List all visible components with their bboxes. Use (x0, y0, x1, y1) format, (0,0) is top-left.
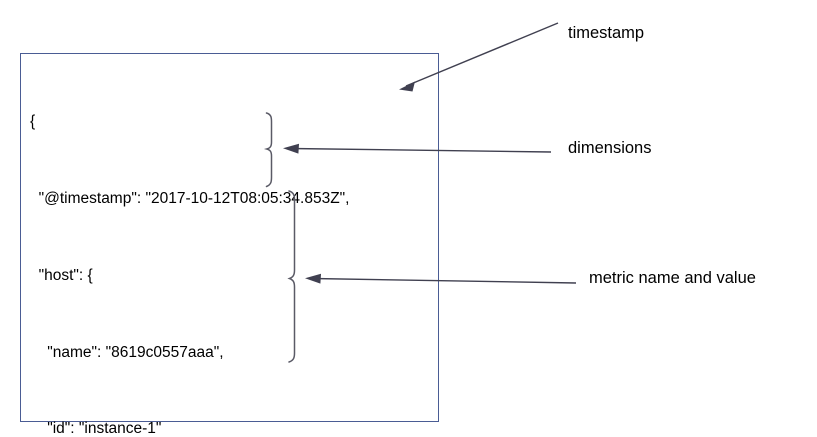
json-line-host-name: "name": "8619c0557aaa", (30, 343, 224, 361)
json-document-box: { "@timestamp": "2017-10-12T08:05:34.853… (20, 53, 439, 437)
json-line: { (30, 113, 36, 131)
json-line-host-open: "host": { (30, 266, 93, 284)
json-line-host-id: "id": "instance-1" (30, 420, 162, 437)
annotation-label-metric: metric name and value (589, 269, 756, 287)
annotation-label-dimensions: dimensions (568, 139, 652, 157)
annotation-label-timestamp: timestamp (568, 24, 645, 42)
json-line-timestamp: "@timestamp": "2017-10-12T08:05:34.853Z"… (30, 189, 350, 207)
json-document-code: { "@timestamp": "2017-10-12T08:05:34.853… (30, 58, 350, 437)
